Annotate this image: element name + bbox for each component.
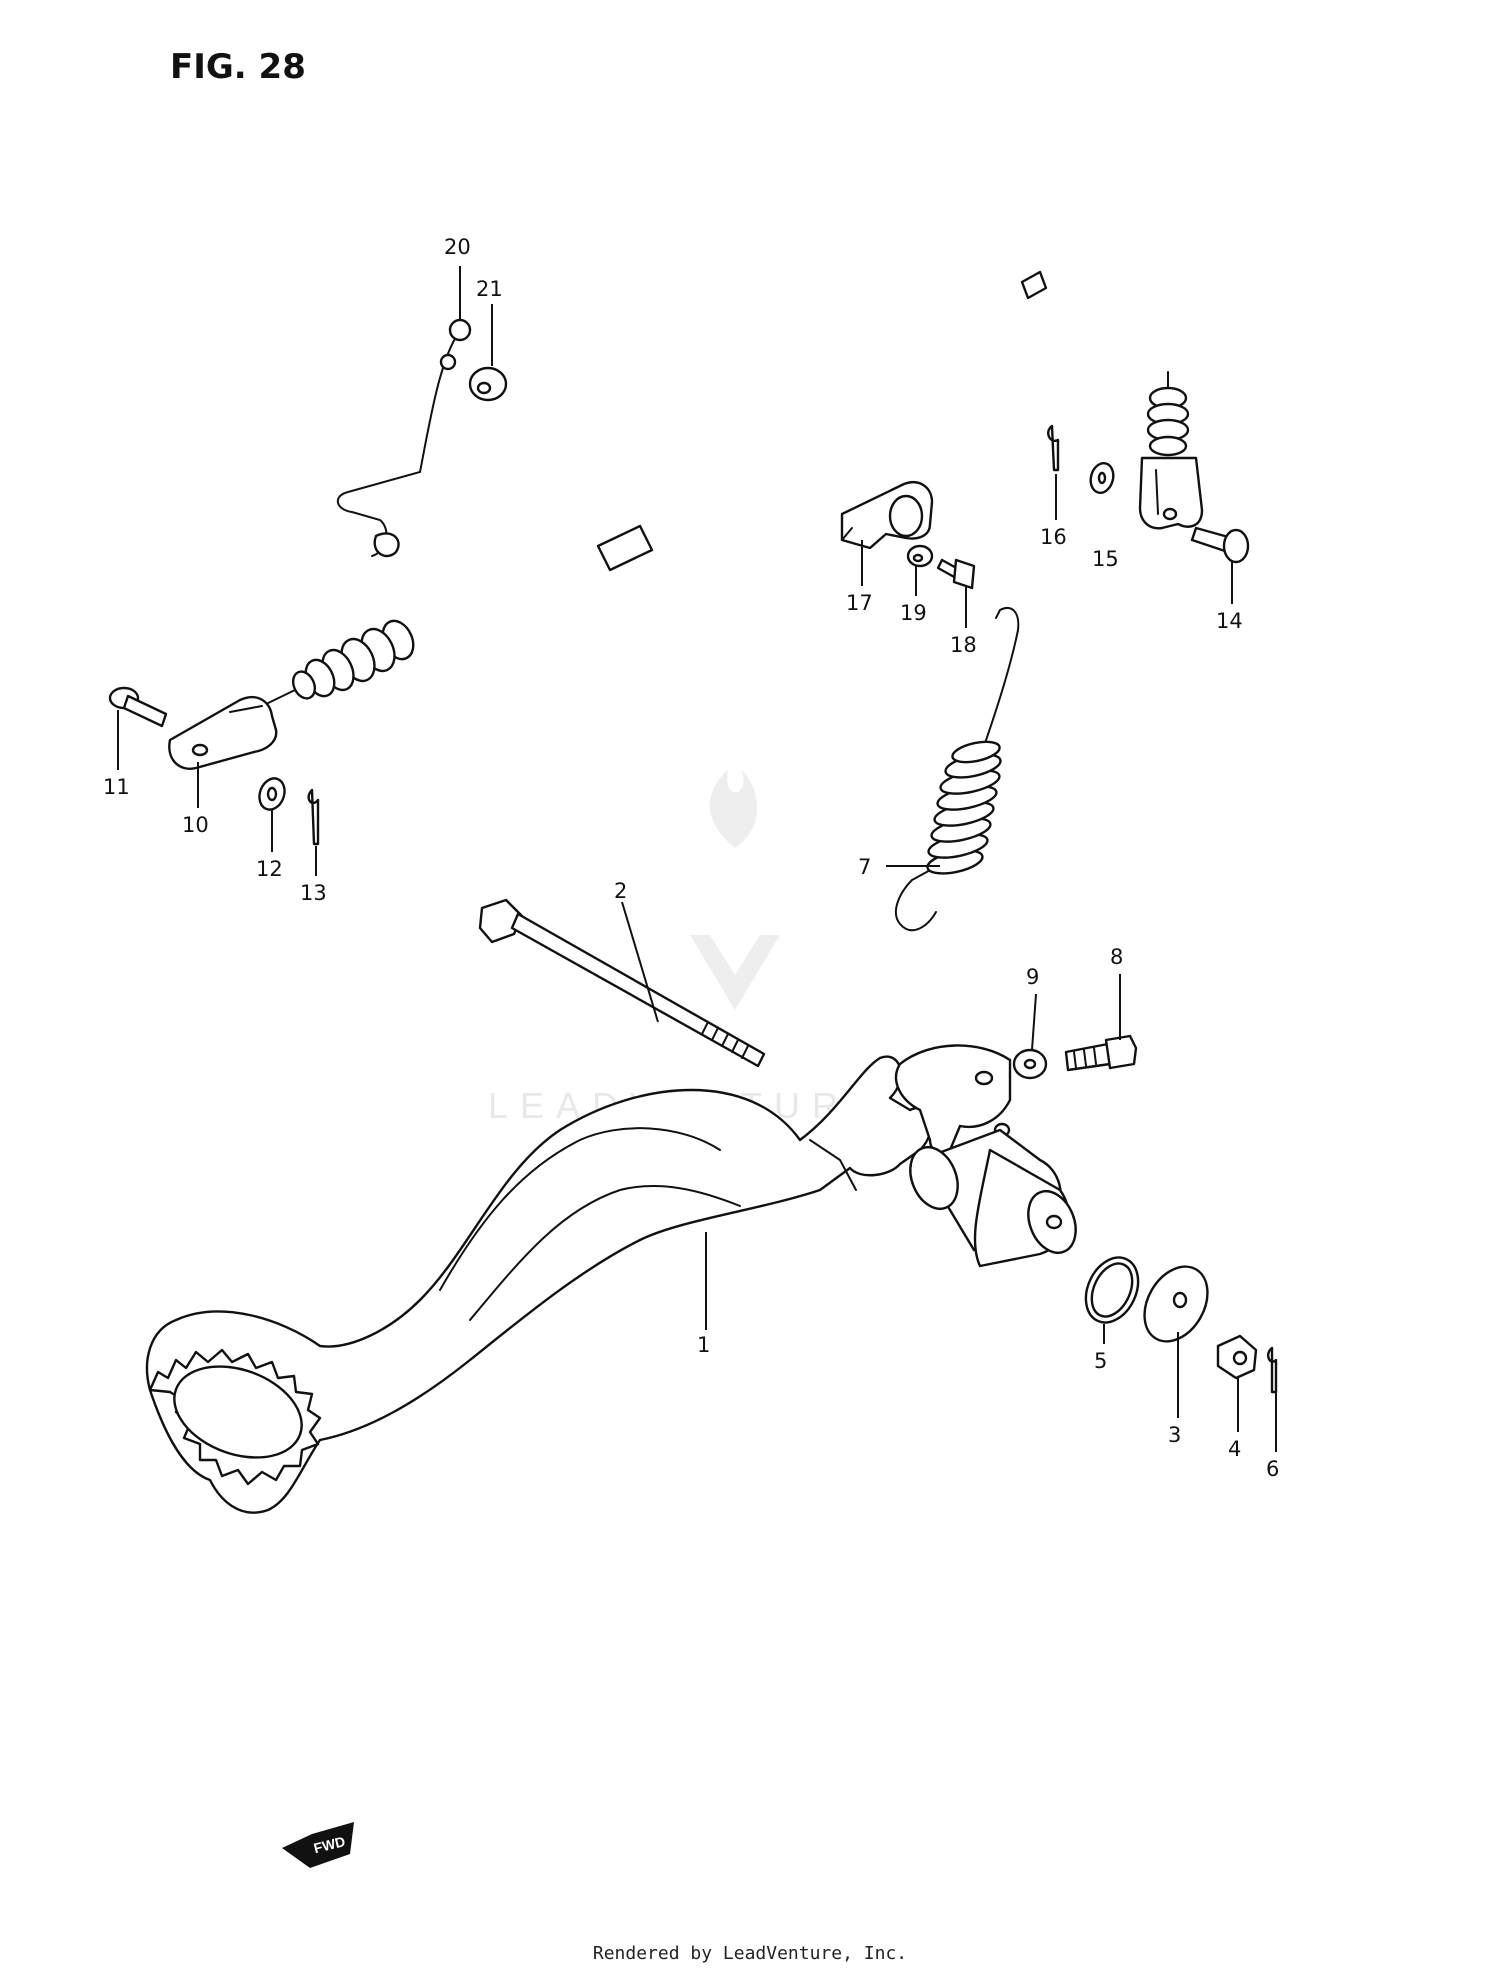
part-11-pin [108, 686, 168, 728]
callout-9: 9 [1026, 965, 1039, 989]
part-21-washer [468, 366, 508, 402]
callout-2: 2 [614, 879, 627, 903]
cable-rear-clevis [168, 695, 278, 770]
callout-labels: 1 2 3 4 5 6 7 8 9 10 11 12 13 14 15 16 1… [103, 235, 1279, 1481]
callout-10: 10 [182, 813, 209, 837]
brake-cable [168, 243, 1204, 770]
part-3-washer [1143, 1265, 1209, 1343]
fwd-label: FWD [312, 1833, 347, 1856]
part-15-washer [1089, 462, 1115, 494]
part-18-bolt [936, 558, 976, 590]
part-16-cotter-pin [1047, 424, 1060, 472]
part-9-nut [1012, 1048, 1048, 1080]
figure-title: FIG. 28 [170, 47, 306, 87]
callout-13: 13 [300, 881, 327, 905]
callout-5: 5 [1094, 1349, 1107, 1373]
callout-3: 3 [1168, 1423, 1181, 1447]
callout-4: 4 [1228, 1437, 1241, 1461]
part-6-cotter-pin [1266, 1346, 1278, 1394]
callout-17: 17 [846, 591, 873, 615]
part-20-bracket [337, 318, 472, 558]
part-19-washer [906, 544, 934, 568]
callout-1: 1 [697, 1333, 710, 1357]
callout-12: 12 [256, 857, 283, 881]
callout-15: 15 [1092, 547, 1119, 571]
callout-16: 16 [1040, 525, 1067, 549]
forward-arrow-icon: FWD [282, 1822, 354, 1868]
callout-19: 19 [900, 601, 927, 625]
cable-front-clevis [1138, 456, 1204, 530]
part-13-cotter-pin [307, 788, 320, 846]
callout-21: 21 [476, 277, 503, 301]
part-17-clamp [840, 481, 934, 550]
callout-14: 14 [1216, 609, 1243, 633]
callout-11: 11 [103, 775, 130, 799]
cable-front-boot [1146, 371, 1190, 457]
part-1-brake-pedal [145, 1044, 1077, 1514]
part-2-long-bolt [478, 898, 766, 1068]
callout-7: 7 [858, 855, 871, 879]
callout-20: 20 [444, 235, 471, 259]
part-8-bolt [1064, 1034, 1138, 1072]
callout-8: 8 [1110, 945, 1123, 969]
part-4-nut [1216, 1334, 1258, 1380]
part-14-clevis-pin [1190, 526, 1250, 564]
part-12-washer [258, 777, 286, 811]
callout-leaders [117, 266, 1277, 1452]
render-credit: Rendered by LeadVenture, Inc. [592, 1943, 908, 1964]
callout-6: 6 [1266, 1457, 1279, 1481]
callout-18: 18 [950, 633, 977, 657]
part-7-spring [894, 607, 1020, 932]
part-5-circlip [1084, 1256, 1140, 1324]
cable-rear-boot [261, 619, 415, 707]
